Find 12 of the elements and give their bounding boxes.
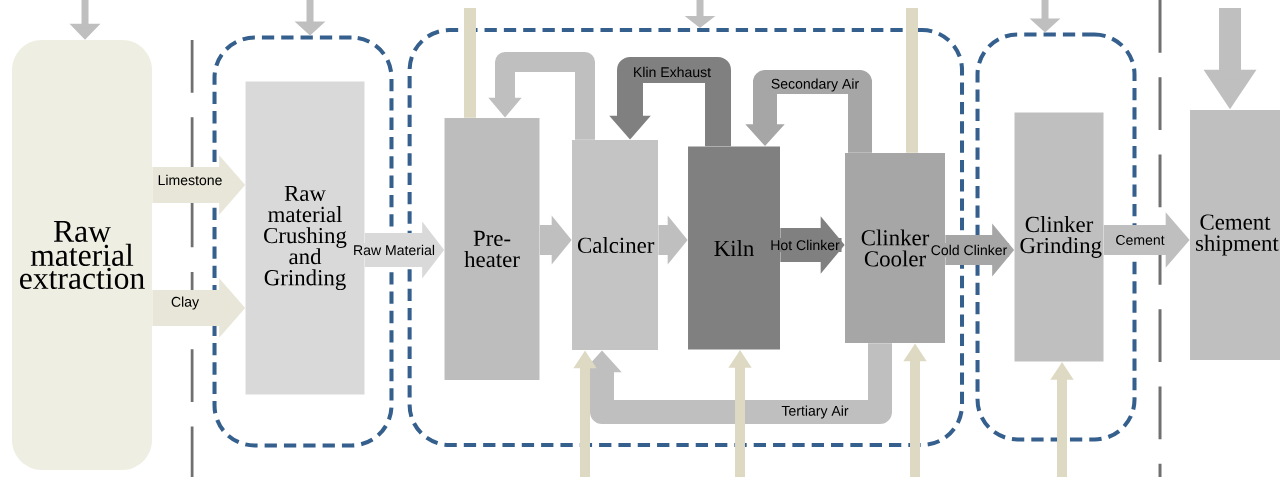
edge-label: Klin Exhaust [631,65,713,79]
feed-bar [464,8,476,118]
process-box: Calciner [572,140,658,350]
edge-label: Cement [1113,233,1167,247]
edge-label: Limestone [155,173,225,187]
edge-label: Cold Clinker [929,243,1010,257]
process-box: Raw material extraction [12,40,152,470]
edge-label: Hot Clinker [768,238,842,252]
process-box: Pre- heater [444,118,540,380]
feed-bar [906,8,918,153]
process-box: Clinker Grinding [1014,112,1104,362]
edge-label: Raw Material [351,243,437,257]
